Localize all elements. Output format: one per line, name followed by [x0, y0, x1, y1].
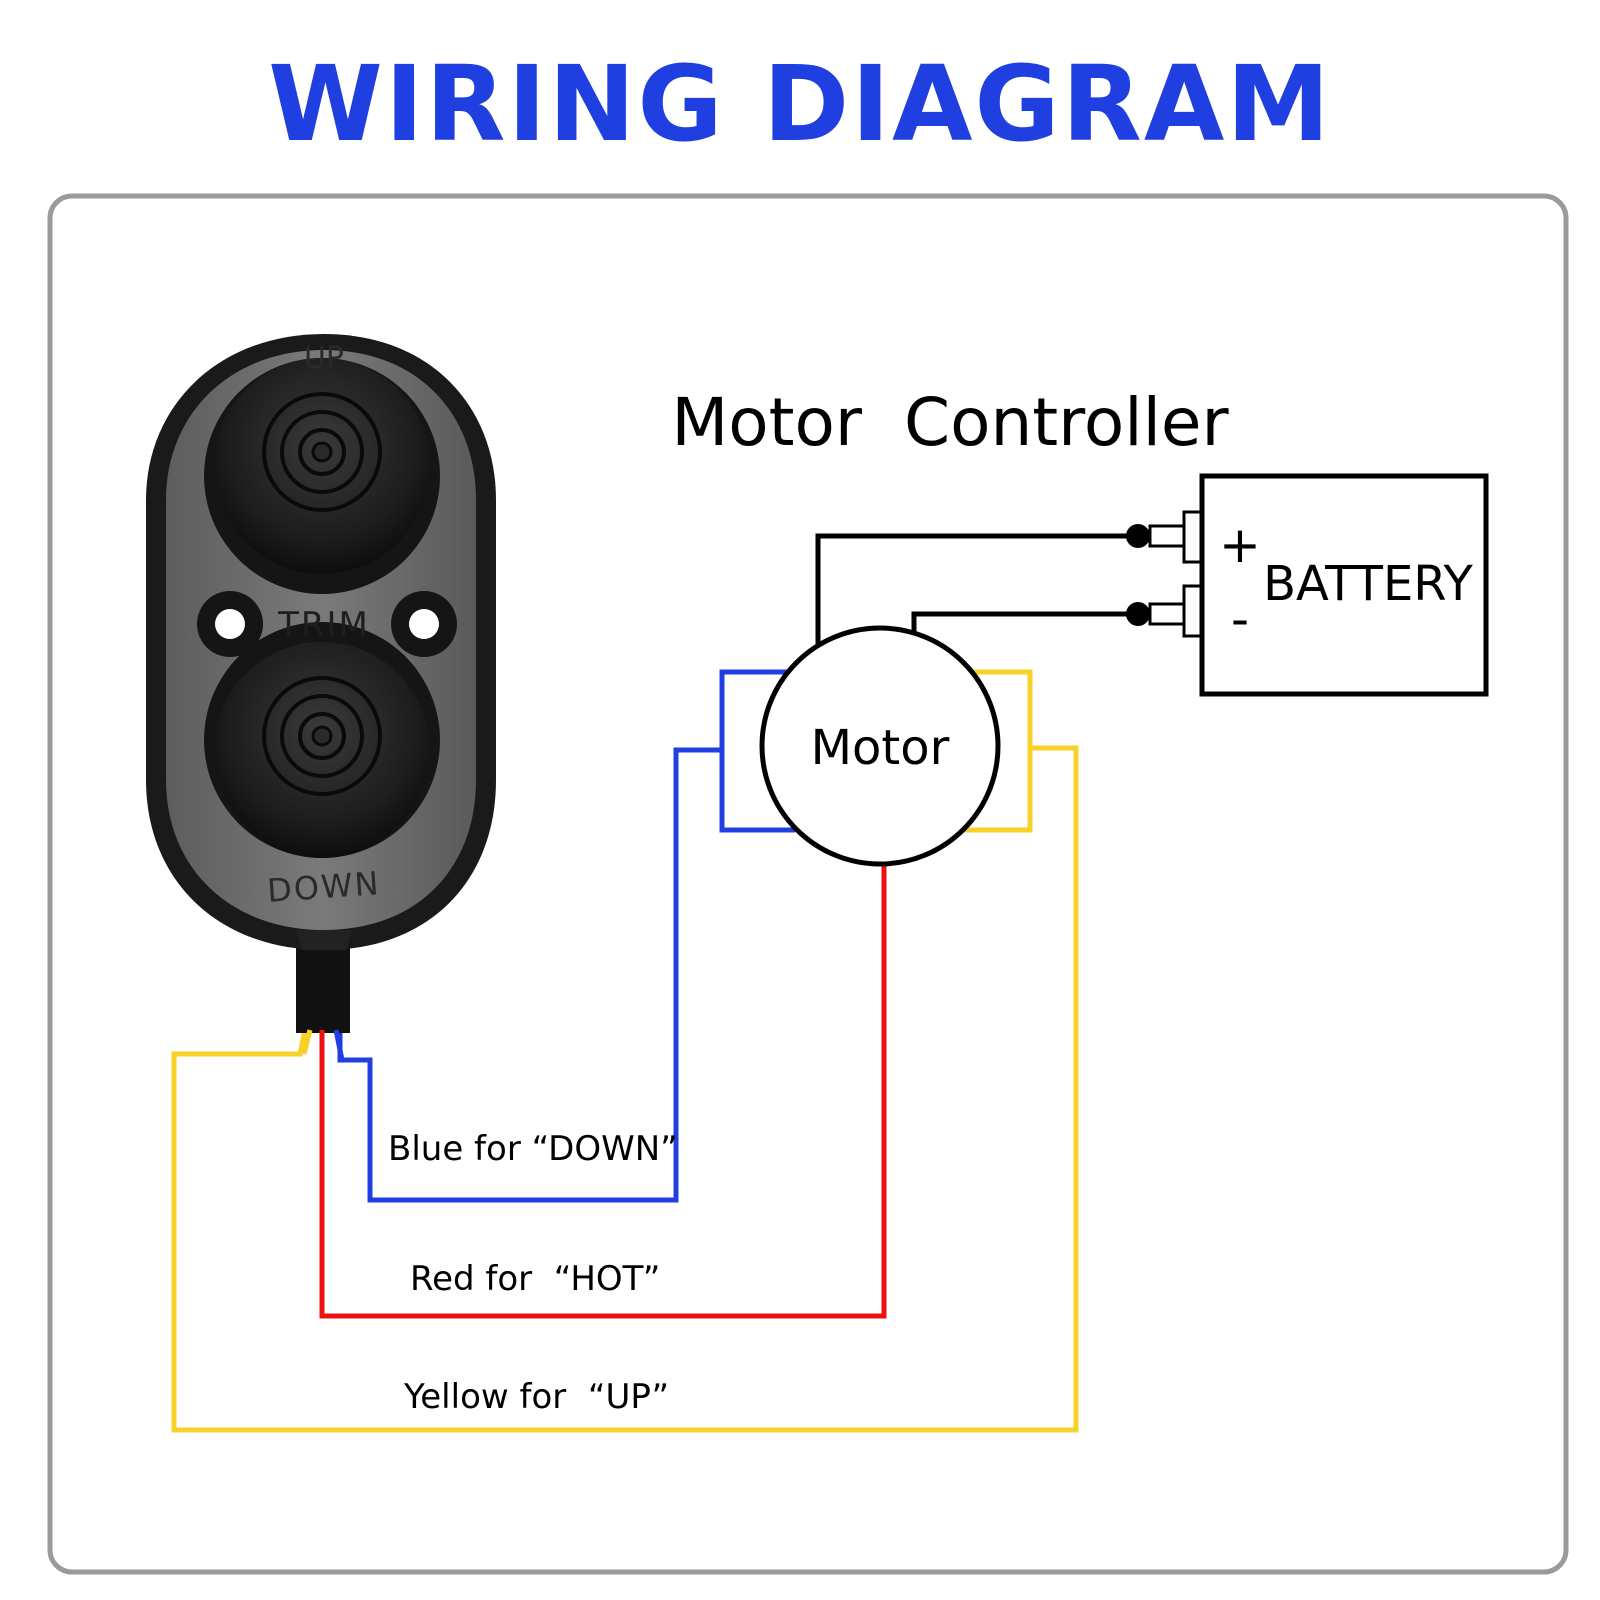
negative-terminal-post — [1148, 602, 1186, 626]
down-button — [214, 642, 430, 858]
battery-minus-sign: - — [1231, 590, 1249, 648]
right-mounting-hole — [409, 609, 439, 639]
battery-positive-wire — [815, 533, 1138, 650]
battery-plus-sign: + — [1219, 516, 1261, 574]
red-wire — [319, 860, 887, 1319]
switch-down-label: DOWN — [266, 864, 382, 910]
switch-up-label: UP — [304, 341, 344, 376]
up-button-ring-3 — [298, 428, 346, 476]
yellow-wire-label: Yellow for “UP” — [403, 1377, 669, 1417]
cable-blue-lead — [333, 1029, 345, 1061]
blue-wire — [337, 669, 790, 1203]
up-button — [214, 358, 430, 574]
blue-wire-label: Blue for “DOWN” — [388, 1129, 678, 1169]
yellow-wire — [171, 669, 1079, 1433]
yellow-wire-loop — [958, 748, 1033, 833]
down-button-center — [311, 725, 333, 747]
positive-terminal-dot — [1126, 524, 1150, 548]
motor-label: Motor — [811, 720, 950, 776]
up-button-center — [311, 441, 333, 463]
up-button-ring-1 — [262, 392, 382, 512]
up-button-ring-2 — [280, 410, 364, 494]
switch-cable — [296, 945, 350, 1033]
positive-terminal-post — [1148, 524, 1186, 548]
battery-negative-wire — [911, 611, 1138, 636]
battery-label: BATTERY — [1263, 556, 1473, 612]
down-button-ring-3 — [298, 712, 346, 760]
red-wire-label: Red for “HOT” — [410, 1259, 660, 1299]
page-title: WIRING DIAGRAM — [268, 43, 1332, 165]
positive-terminal-plate — [1182, 510, 1204, 564]
down-button-ring-2 — [280, 694, 364, 778]
trim-switch: UP TRIM DOWN — [146, 334, 496, 950]
motor-circle — [759, 625, 1001, 867]
down-button-ring-1 — [262, 676, 382, 796]
negative-terminal-plate — [1182, 584, 1204, 638]
cable-yellow-lead — [301, 1029, 313, 1055]
left-mounting-hole — [215, 609, 245, 639]
switch-cable-boot — [296, 930, 352, 950]
motor-controller-label: Motor Controller — [671, 384, 1229, 461]
negative-terminal-dot — [1126, 602, 1150, 626]
battery-box — [1199, 473, 1489, 697]
blue-wire-loop — [719, 750, 795, 833]
switch-trim-label: TRIM — [277, 605, 370, 645]
